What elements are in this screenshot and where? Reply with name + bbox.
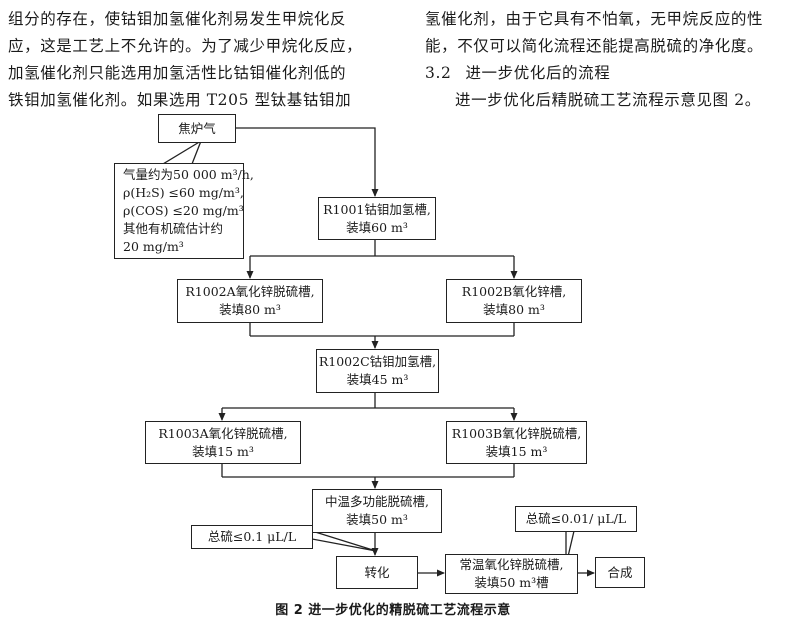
conversion-label: 转化 [364,564,390,580]
r1002a-box: R1002A氧化锌脱硫槽, 装填80 m³ [177,279,323,323]
coke-oven-gas-box: 焦炉气 [158,114,236,143]
mid-temp-desulfurizer-box: 中温多功能脱硫槽, 装填50 m³ [312,489,442,533]
note-line-cos: ρ(COS) ≤20 mg/m³ [123,203,244,218]
mid-temp-fill: 装填50 m³ [346,512,408,527]
body-text-line: 组分的存在，使钴钼加氢催化剂易发生甲烷化反 [8,10,347,28]
normal-temp-fill: 装填50 m³槽 [474,575,549,590]
body-text-line: 铁钼加氢催化剂。如果选用 T205 型钛基钴钼加 [8,91,352,109]
r1002a-label: R1002A氧化锌脱硫槽, [185,284,315,299]
r1003b-label: R1003B氧化锌脱硫槽, [451,425,582,441]
r1002a-fill: 装填80 m³ [219,302,281,317]
connector-source-to-r1001 [236,127,379,197]
gas-composition-note: 气量约为50 000 m³/h, ρ(H₂S) ≤60 mg/m³, ρ(COS… [114,163,254,259]
section-number: 3.2 [425,64,452,82]
body-text-right-column: 氢催化剂，由于它具有不怕氧，无甲烷反应的性 能，不仅可以简化流程还能提高脱硫的净… [425,6,780,114]
section-heading: 3.2 进一步优化后的流程 [425,60,780,87]
note-line-flow: 气量约为50 000 m³/h, [123,167,254,182]
r1003a-box: R1003A氧化锌脱硫槽, 装填15 m³ [145,421,301,464]
normal-temp-label: 常温氧化锌脱硫槽, [459,557,564,572]
r1003a-fill: 装填15 m³ [192,443,254,459]
conversion-box: 转化 [336,556,418,589]
r1001-fill: 装填60 m³ [346,219,408,235]
r1002b-label: R1002B氧化锌槽, [461,284,567,299]
coke-oven-gas-label: 焦炉气 [178,120,216,136]
body-text-line: 应，这是工艺上不允许的。为了减少甲烷化反应， [8,37,363,55]
r1003b-box: R1003B氧化锌脱硫槽, 装填15 m³ [446,421,587,464]
synthesis-label: 合成 [607,564,633,580]
section-title: 进一步优化后的流程 [465,64,611,82]
total-s-1-callout-pointer [311,530,377,552]
r1001-box: R1001钴钼加氢槽, 装填60 m³ [318,197,436,240]
figure-caption: 图 2 进一步优化的精脱硫工艺流程示意 [275,603,511,618]
section-body-line: 进一步优化后精脱硫工艺流程示意见图 2。 [455,91,761,109]
r1002c-fill: 装填45 m³ [346,372,409,387]
r1002c-box: R1002C钴钼加氢槽, 装填45 m³ [316,349,439,393]
r1001-label: R1001钴钼加氢槽, [323,201,431,217]
r1002b-fill: 装填80 m³ [483,302,545,317]
r1003b-fill: 装填15 m³ [485,443,548,459]
r1002b-box: R1002B氧化锌槽, 装填80 m³ [446,279,582,323]
body-text-line: 加氢催化剂只能选用加氢活性比钴钼催化剂低的 [8,64,347,82]
note-line-organic-value: 20 mg/m³ [123,239,184,254]
body-text-left-column: 组分的存在，使钴钼加氢催化剂易发生甲烷化反 应，这是工艺上不允许的。为了减少甲烷… [8,6,388,114]
note-line-h2s: ρ(H₂S) ≤60 mg/m³, [123,185,244,200]
total-sulfur-note-2: 总硫≤0.01/ μL/L [515,506,637,532]
mid-temp-label: 中温多功能脱硫槽, [325,494,429,509]
r1002c-label: R1002C钴钼加氢槽, [318,354,437,369]
body-text-line: 能，不仅可以简化流程还能提高脱硫的净化度。 [425,37,764,55]
total-sulfur-1-label: 总硫≤0.1 μL/L [207,529,297,544]
note-callout-pointer [160,139,203,165]
body-text-line: 氢催化剂，由于它具有不怕氧，无甲烷反应的性 [425,10,764,28]
synthesis-box: 合成 [595,557,645,588]
note-line-organic: 其他有机硫估计约 [123,221,224,236]
total-sulfur-note-1: 总硫≤0.1 μL/L [191,525,313,549]
r1003a-label: R1003A氧化锌脱硫槽, [158,425,288,441]
normal-temp-desulfurizer-box: 常温氧化锌脱硫槽, 装填50 m³槽 [445,554,578,594]
total-sulfur-2-label: 总硫≤0.01/ μL/L [525,511,627,526]
